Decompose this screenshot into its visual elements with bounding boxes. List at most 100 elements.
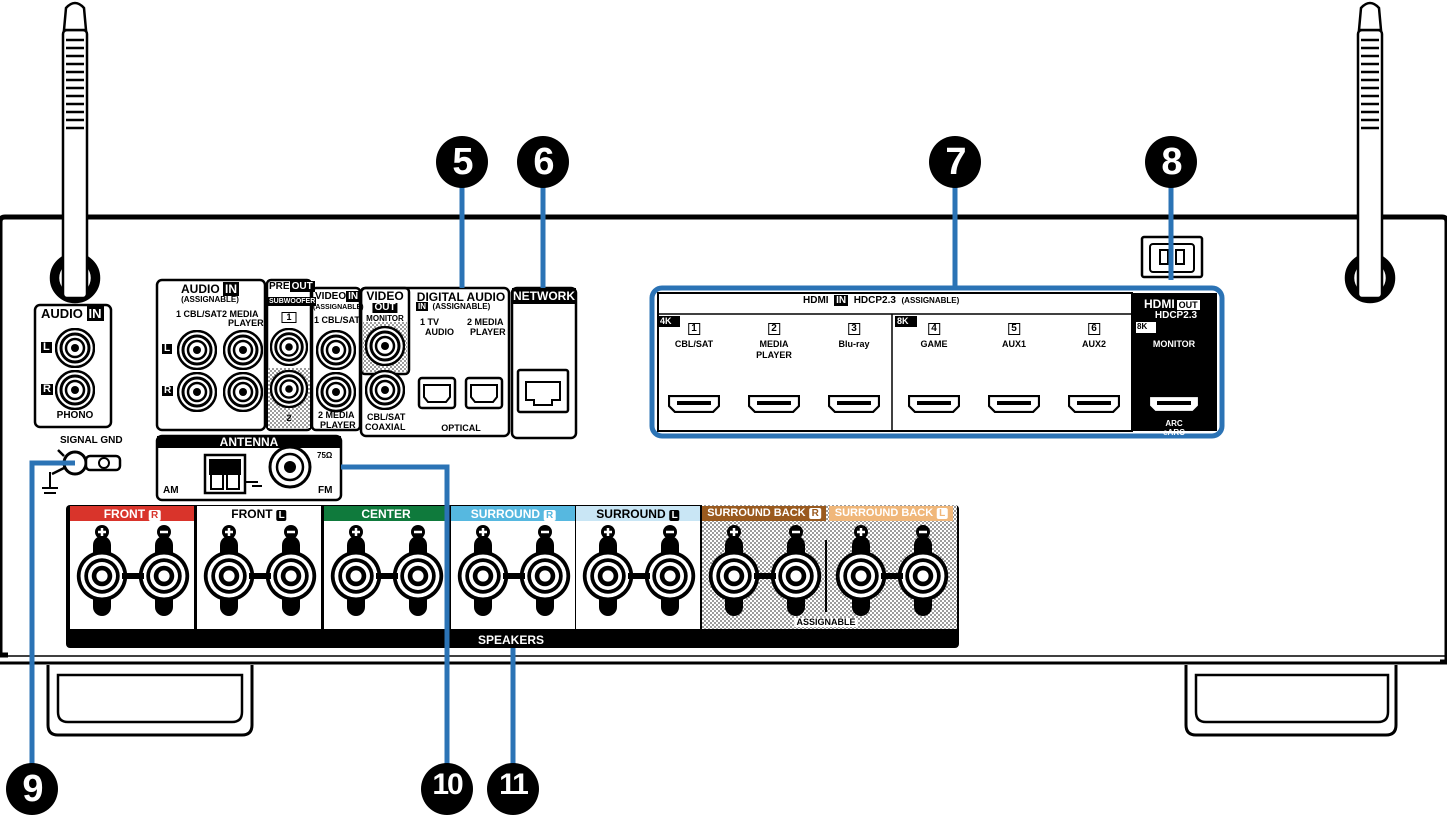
speaker-header-1 — [197, 506, 321, 521]
video-in-ch1: 1 CBL/SAT — [314, 315, 360, 325]
subwoofer-1: 1 — [281, 312, 297, 323]
optical-label: OPTICAL — [441, 423, 481, 433]
speaker-channel-tag: L — [669, 510, 680, 521]
hdmi-out-arc: ARC — [1165, 419, 1183, 428]
speaker-terminal[interactable] — [138, 550, 190, 602]
hdmi-port-label-4: GAME — [920, 339, 948, 349]
callout-circle-7 — [929, 136, 981, 188]
hdmi-in-assignable: (ASSIGNABLE) — [901, 296, 960, 305]
hdmi-port-label-5: AUX1 — [1001, 339, 1027, 349]
digital-audio-tag: IN — [416, 302, 428, 311]
hdmi-port-label-2: MEDIA — [759, 339, 789, 349]
plus-sign — [857, 528, 865, 536]
speaker-channel-name: FRONT — [103, 507, 146, 521]
audio-in-title: AUDIO IN — [180, 282, 240, 296]
hdmi-in-hdcp: HDCP2.3 — [853, 295, 896, 306]
plus-sign — [730, 528, 738, 536]
plus-sign — [225, 528, 233, 536]
speaker-terminal[interactable] — [265, 550, 317, 602]
antenna-am: AM — [163, 485, 179, 496]
audio-in-word: AUDIO — [180, 282, 220, 296]
subwoofer-1-text: 1 — [286, 312, 292, 322]
callout-number-9: 9 — [22, 768, 43, 810]
video-in-ch2b: PLAYER — [320, 420, 356, 430]
hdmi-port-number-4: 4 — [928, 323, 940, 335]
antenna-75ohm: 75Ω — [317, 451, 333, 460]
hdmi-8k-label: 8K — [897, 316, 909, 326]
speaker-header-5 — [702, 506, 826, 521]
speaker-channel-name: CENTER — [361, 507, 411, 521]
hdmi-port-label-1: CBL/SAT — [674, 339, 714, 349]
audio-in-r: R — [162, 385, 174, 396]
plus-sign — [604, 528, 612, 536]
callout-circle-6 — [517, 136, 569, 188]
speaker-terminal[interactable] — [835, 550, 887, 602]
digital-audio-title: DIGITAL AUDIO — [416, 290, 506, 304]
speaker-channel-tag: L — [937, 508, 948, 519]
speaker-channel-tag: R — [544, 510, 556, 521]
speaker-header-2 — [324, 506, 448, 521]
digital-c1a: 1 TV — [420, 317, 440, 327]
hdmi-out-hdcp: HDCP2.3 — [1154, 310, 1198, 321]
hdmi-port-label-3: Blu-ray — [838, 339, 870, 349]
terminal-bridge — [754, 573, 776, 579]
hdmi-in-title: HDMI IN HDCP2.3 (ASSIGNABLE) — [803, 295, 960, 306]
speaker-terminal[interactable] — [519, 550, 571, 602]
terminal-bridge — [249, 573, 271, 579]
video-out-tag: OUT — [372, 302, 398, 313]
assignable-label: ASSIGNABLE — [794, 617, 858, 627]
audio-in-l: L — [162, 343, 173, 354]
callout-circle-9 — [6, 763, 58, 815]
antenna-title: ANTENNA — [219, 435, 279, 449]
callout-number-6: 6 — [533, 141, 554, 183]
speaker-terminal[interactable] — [330, 550, 382, 602]
video-in-ch2: 2 MEDIA — [318, 410, 355, 420]
hdmi-port-number-1: 1 — [688, 323, 700, 335]
callout-circle-11 — [487, 763, 539, 815]
callout-number-5: 5 — [452, 141, 473, 183]
callout-circle-8 — [1145, 136, 1197, 188]
audio-in-tag: IN — [223, 282, 240, 296]
digital-audio-assignable: (ASSIGNABLE) — [432, 302, 491, 311]
hdmi-out-word: HDMI — [1144, 297, 1175, 311]
speaker-channel-name: SURROUND BACK — [834, 507, 934, 519]
hdmi-out-8k: 8K — [1137, 322, 1148, 331]
speaker-terminal[interactable] — [582, 550, 634, 602]
subwoofer-2: 2 — [286, 413, 292, 423]
callout-number-8: 8 — [1161, 141, 1182, 183]
callout-number-7: 7 — [945, 141, 966, 183]
speaker-channel-name: SURROUND — [596, 507, 666, 521]
subwoofer-label: SUBWOOFER — [268, 297, 317, 306]
speaker-terminal[interactable] — [457, 550, 509, 602]
hdmi-4k-label: 4K — [660, 316, 672, 326]
speaker-terminal[interactable] — [897, 550, 949, 602]
phono-l-label: L — [41, 341, 52, 353]
hdmi-port-number-2: 2 — [768, 323, 780, 335]
speaker-channel-name: SURROUND BACK — [707, 507, 806, 519]
hdmi-out-earc: eARC — [1163, 428, 1185, 437]
antenna-fm: FM — [318, 485, 333, 496]
video-out-monitor: MONITOR — [366, 314, 404, 323]
digital-c2a: 2 MEDIA — [467, 317, 504, 327]
speaker-channel-tag: R — [809, 508, 821, 519]
phono-r-label: R — [41, 383, 53, 395]
speaker-header-6 — [829, 506, 953, 521]
speaker-terminal[interactable] — [76, 550, 128, 602]
speaker-terminal[interactable] — [392, 550, 444, 602]
hdmi-in-tag: IN — [834, 295, 849, 306]
audio-in-phono-tag: IN — [86, 306, 104, 321]
speaker-terminal[interactable] — [644, 550, 696, 602]
audio-in-phono-title: AUDIO IN — [41, 306, 104, 321]
audio-in-assignable: (ASSIGNABLE) — [181, 295, 239, 304]
speaker-terminal[interactable] — [770, 550, 822, 602]
speaker-terminal[interactable] — [708, 550, 760, 602]
speaker-terminal[interactable] — [203, 550, 255, 602]
